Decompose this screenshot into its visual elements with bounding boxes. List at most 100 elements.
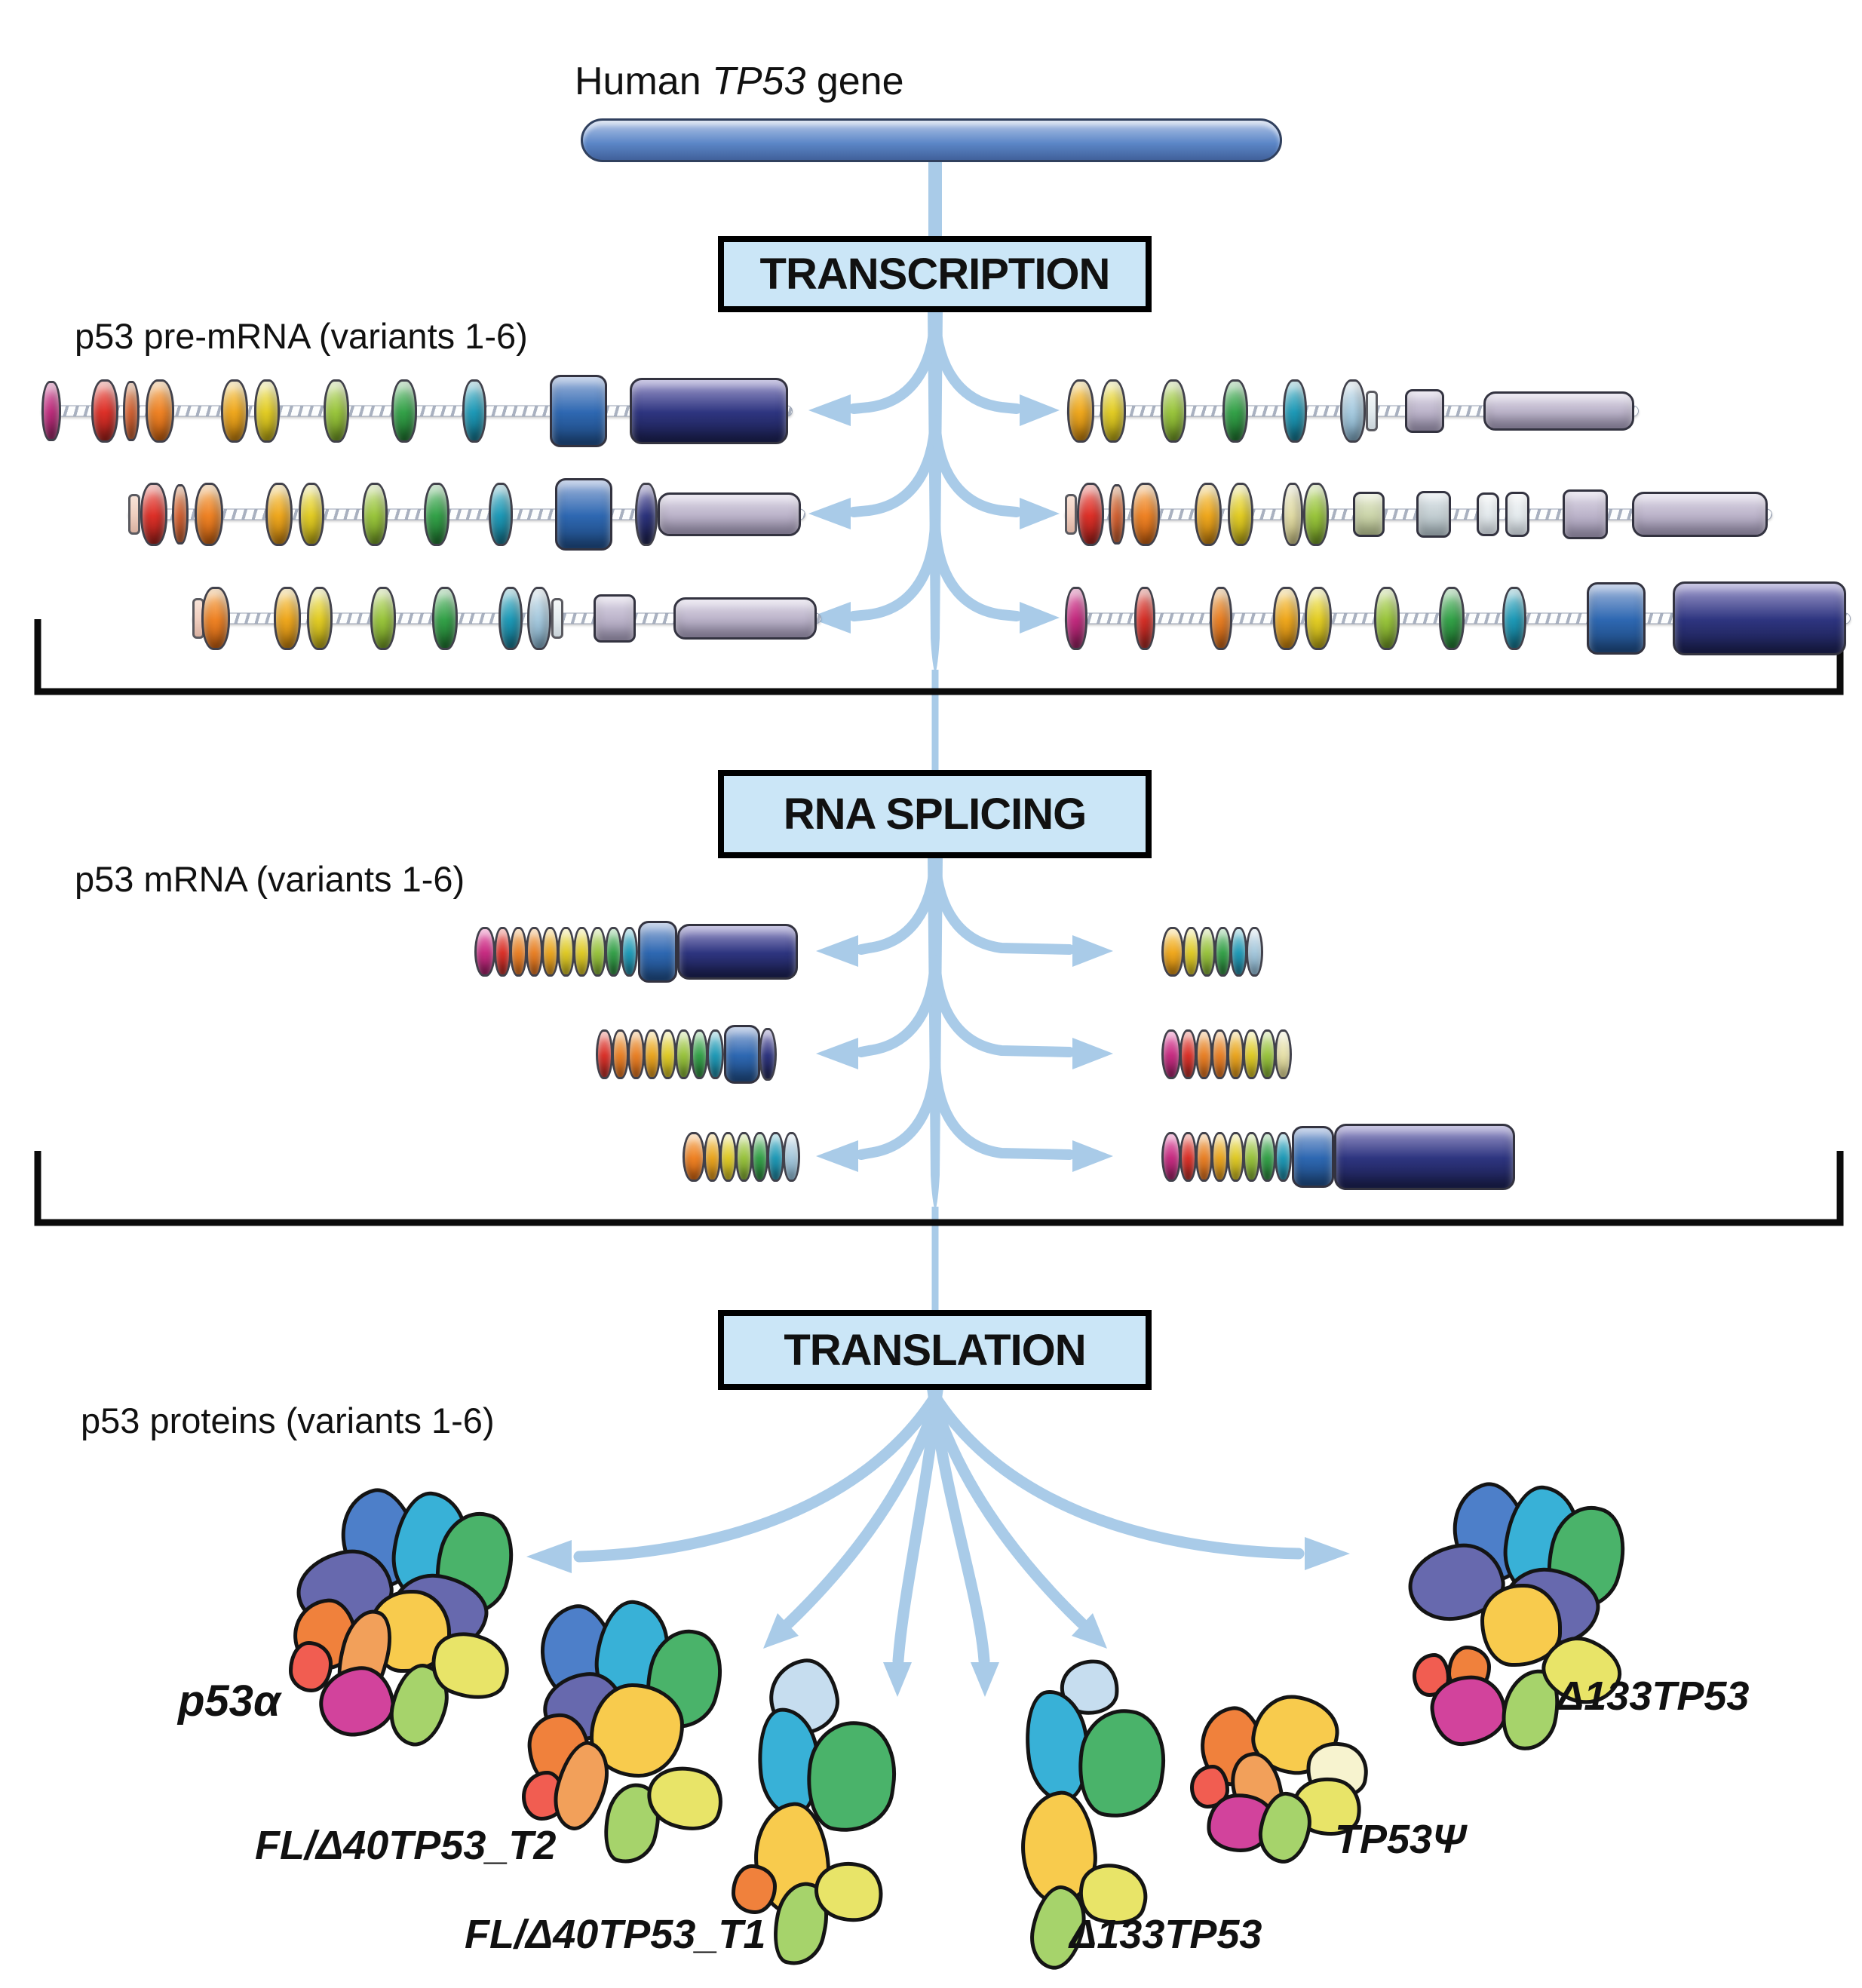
exon-red bbox=[1179, 1132, 1197, 1182]
exon-yellow bbox=[719, 1132, 737, 1182]
exon-ltGreen bbox=[1303, 483, 1329, 546]
pre-mrna-bracket bbox=[34, 619, 1844, 695]
exon-orange bbox=[195, 483, 223, 546]
exon-green bbox=[424, 483, 449, 546]
segment-blueBox bbox=[1587, 582, 1646, 655]
exon-ltGreen bbox=[324, 379, 349, 443]
page-title: Human TP53 gene bbox=[575, 59, 904, 104]
exon-gold bbox=[265, 483, 293, 546]
exon-magenta bbox=[1161, 1132, 1181, 1182]
exon-ltBlue bbox=[1340, 379, 1366, 443]
segment-navy bbox=[1334, 1124, 1515, 1190]
branch-arrowhead bbox=[1020, 602, 1060, 634]
exon-yellow bbox=[1183, 927, 1200, 977]
rna-splicing-box-label: RNA SPLICING bbox=[783, 790, 1087, 839]
exon-orange bbox=[1195, 1132, 1213, 1182]
title-prefix: Human bbox=[575, 60, 713, 103]
exon-gold bbox=[541, 927, 559, 977]
exon-magenta bbox=[1161, 1029, 1181, 1079]
branch-arrow bbox=[848, 519, 940, 621]
exon-redOrange bbox=[1109, 484, 1125, 545]
exon-ltGreen bbox=[589, 927, 606, 977]
exon-orange bbox=[627, 1029, 645, 1079]
exon-orange bbox=[1211, 1029, 1229, 1079]
branch-arrow bbox=[856, 1057, 940, 1160]
exon-green bbox=[391, 379, 417, 443]
exon-ltGreen bbox=[1243, 1132, 1260, 1182]
exon-magenta bbox=[1065, 587, 1087, 650]
exon-yellow bbox=[573, 927, 591, 977]
exon-gold bbox=[704, 1132, 721, 1182]
segment-whiteBox bbox=[1477, 492, 1499, 536]
exon-teal bbox=[1275, 1132, 1292, 1182]
branch-arrowhead bbox=[1072, 1140, 1113, 1172]
exon-magenta bbox=[41, 381, 61, 441]
pre-mrna-variant-4-right bbox=[1067, 379, 1639, 443]
exon-yellow bbox=[1243, 1029, 1260, 1079]
exon-green bbox=[605, 927, 622, 977]
exon-orange bbox=[1210, 587, 1232, 650]
branch-arrowhead bbox=[1020, 498, 1060, 529]
segment-blueBox bbox=[555, 478, 612, 551]
title-gene-name: TP53 bbox=[712, 60, 806, 103]
pre-mrna-variant-6-right bbox=[1065, 581, 1851, 655]
segment-blueBox bbox=[638, 921, 677, 983]
exon-ltGreen bbox=[1161, 379, 1186, 443]
exon-yellow bbox=[1305, 587, 1332, 650]
exon-ltGreen bbox=[735, 1132, 753, 1182]
pre-mrna-variant-1-left bbox=[41, 375, 793, 447]
exon-green bbox=[1439, 587, 1465, 650]
protein-label-d133tp53-right: Δ133TP53 bbox=[1557, 1674, 1750, 1719]
exon-red bbox=[596, 1029, 613, 1079]
segment-grayBar bbox=[1483, 391, 1634, 431]
exon-yellow bbox=[1100, 379, 1126, 443]
branch-arrowhead bbox=[808, 394, 851, 426]
exon-gold bbox=[1227, 1029, 1244, 1079]
mrna-variant-3-left bbox=[683, 1132, 800, 1182]
exon-navy bbox=[635, 483, 658, 546]
exon-ltBlue bbox=[1246, 927, 1263, 977]
segment-navy bbox=[1673, 581, 1846, 655]
exon-gold bbox=[1273, 587, 1300, 650]
protein-domain-red bbox=[289, 1641, 333, 1692]
exon-orange bbox=[1195, 1029, 1213, 1079]
exon-green bbox=[751, 1132, 768, 1182]
branch-arrowhead bbox=[1072, 935, 1113, 967]
exon-ltGreen bbox=[362, 483, 388, 546]
exon-red bbox=[91, 379, 118, 443]
branch-arrowhead bbox=[816, 1140, 858, 1172]
segment-grayBar bbox=[1632, 492, 1768, 537]
segment-grayBar bbox=[673, 597, 817, 640]
branch-arrow bbox=[930, 852, 1075, 955]
exon-teal bbox=[1283, 379, 1307, 443]
exon-yellow bbox=[557, 927, 575, 977]
exon-ltBlue bbox=[783, 1132, 800, 1182]
title-suffix: gene bbox=[805, 60, 904, 103]
segment-grayBar bbox=[594, 594, 636, 643]
exon-green bbox=[1214, 927, 1232, 977]
exon-orange bbox=[146, 379, 174, 443]
segment-blueBox bbox=[724, 1025, 760, 1084]
branch-arrow bbox=[930, 311, 1022, 414]
tp53-gene-bar bbox=[581, 118, 1282, 162]
exon-orange bbox=[683, 1132, 705, 1182]
segment-paleBlueBox bbox=[1416, 491, 1451, 538]
exon-tab-paleTab bbox=[128, 494, 140, 535]
proteins-section-label: p53 proteins (variants 1-6) bbox=[81, 1400, 495, 1440]
exon-yellow bbox=[1228, 483, 1253, 546]
segment-blueBox bbox=[550, 375, 607, 447]
protein-label-fl-d40tp53-t2: FL/Δ40TP53_T2 bbox=[255, 1823, 557, 1868]
rna-splicing-box: RNA SPLICING bbox=[718, 770, 1152, 858]
exon-red bbox=[1134, 587, 1155, 650]
segment-blueBox bbox=[1292, 1126, 1334, 1188]
exon-red bbox=[1179, 1029, 1197, 1079]
exon-red bbox=[140, 483, 167, 546]
exon-orange bbox=[612, 1029, 629, 1079]
segment-grayBar bbox=[1563, 489, 1608, 539]
branch-arrow bbox=[848, 415, 940, 517]
exon-green bbox=[1259, 1132, 1276, 1182]
branch-arrow bbox=[856, 955, 940, 1057]
exon-yellow bbox=[299, 483, 324, 546]
exon-gold bbox=[1195, 483, 1222, 546]
pre-mrna-variant-3-left bbox=[192, 587, 821, 650]
